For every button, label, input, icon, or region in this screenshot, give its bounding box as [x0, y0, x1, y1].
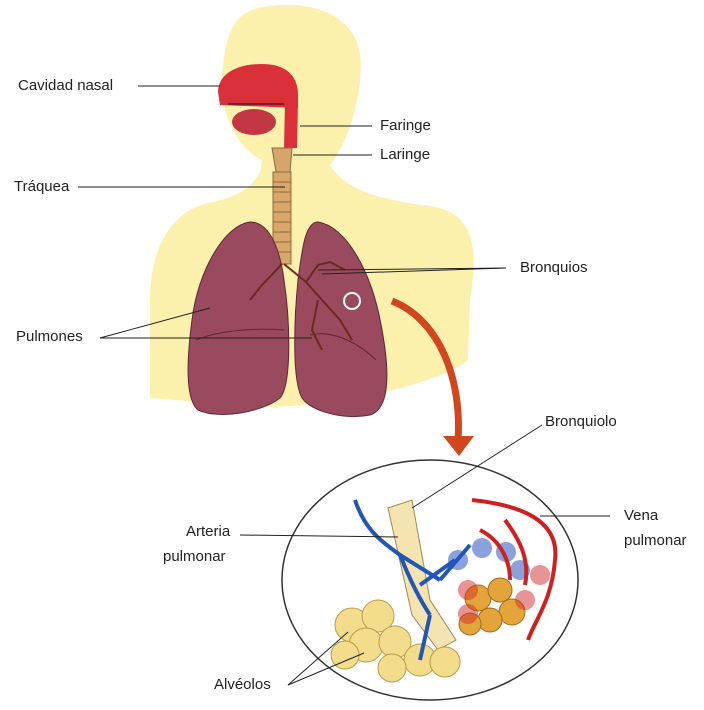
- label-bronquiolo: Bronquiolo: [545, 412, 617, 432]
- label-traquea: Tráquea: [14, 177, 69, 197]
- label-arteria-line2: pulmonar: [163, 547, 226, 567]
- zoom-arrow-head: [443, 436, 474, 456]
- tongue-shape: [232, 109, 276, 135]
- label-pulmones: Pulmones: [16, 327, 83, 347]
- label-vena-line1: Vena: [624, 506, 658, 526]
- label-bronquios: Bronquios: [520, 258, 588, 278]
- larynx-shape: [272, 148, 292, 172]
- label-alveolos: Alvéolos: [214, 675, 271, 695]
- label-arteria-line1: Arteria: [186, 522, 230, 542]
- label-laringe: Laringe: [380, 145, 430, 165]
- label-faringe: Faringe: [380, 116, 431, 136]
- pharynx-shape: [284, 102, 298, 148]
- label-cavidad-nasal: Cavidad nasal: [18, 76, 113, 96]
- label-vena-line2: pulmonar: [624, 531, 687, 551]
